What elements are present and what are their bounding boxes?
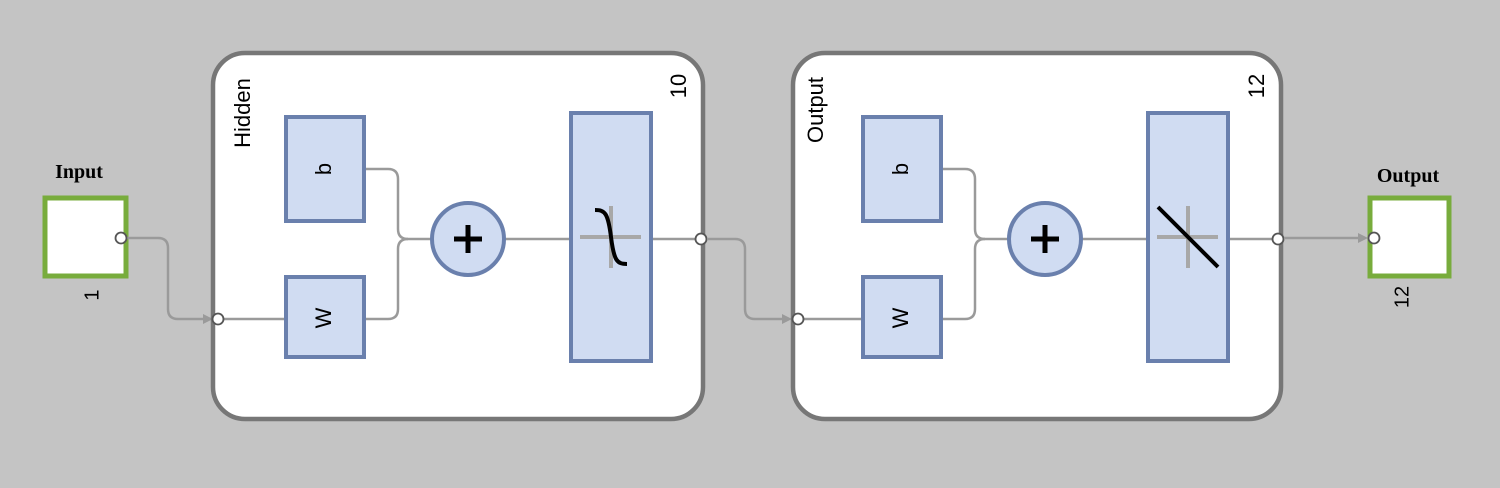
hidden-sum-junction[interactable] xyxy=(430,201,506,277)
output-weight-label: W xyxy=(888,307,913,328)
output-layer-label: Output xyxy=(803,77,828,143)
output-bias-label: b xyxy=(888,163,913,175)
plus-icon xyxy=(1031,225,1059,253)
wire-output-weight-to-sum xyxy=(941,237,986,321)
output-layer-size: 12 xyxy=(1244,74,1269,98)
input-box[interactable] xyxy=(42,195,129,279)
hidden-layer-size: 10 xyxy=(666,74,691,98)
output-box[interactable] xyxy=(1367,195,1452,279)
output-node: Output 12 xyxy=(1367,165,1452,308)
hidden-transfer-block[interactable] xyxy=(569,111,653,363)
output-sum-junction[interactable] xyxy=(1007,201,1083,277)
input-node: Input 1 xyxy=(42,161,129,301)
wire-hidden-to-output-layer xyxy=(707,237,789,321)
hidden-weight-label: W xyxy=(311,307,336,328)
arrow-head xyxy=(1358,233,1368,243)
tansig-curve-icon xyxy=(594,208,628,266)
purelin-line-icon xyxy=(1156,205,1220,269)
input-output-port[interactable] xyxy=(114,231,128,245)
arrow-head xyxy=(782,314,792,324)
hidden-layer-label: Hidden xyxy=(230,78,255,148)
output-size: 12 xyxy=(1391,286,1413,308)
wire-input-to-hidden xyxy=(126,236,210,321)
output-layer-output-port[interactable] xyxy=(1271,232,1285,246)
output-weight-block[interactable] xyxy=(861,275,943,359)
output-bias-block[interactable] xyxy=(861,115,943,223)
output-label: Output xyxy=(1377,165,1440,187)
hidden-bias-block[interactable] xyxy=(284,115,366,223)
hidden-output-port[interactable] xyxy=(694,232,708,246)
output-layer-input-port[interactable] xyxy=(791,312,805,326)
hidden-input-port[interactable] xyxy=(211,312,225,326)
arrow-head xyxy=(203,314,213,324)
hidden-weight-block[interactable] xyxy=(284,275,366,359)
input-size: 1 xyxy=(81,289,103,300)
hidden-bias-label: b xyxy=(311,163,336,175)
wire-hidden-weight-to-sum xyxy=(364,237,409,321)
plus-icon xyxy=(454,225,482,253)
input-label: Input xyxy=(55,161,103,183)
output-input-port[interactable] xyxy=(1367,231,1381,245)
output-layer: Output 12 b W xyxy=(790,50,1285,422)
output-transfer-block[interactable] xyxy=(1146,111,1230,363)
hidden-layer: Hidden 10 b W xyxy=(210,50,708,422)
